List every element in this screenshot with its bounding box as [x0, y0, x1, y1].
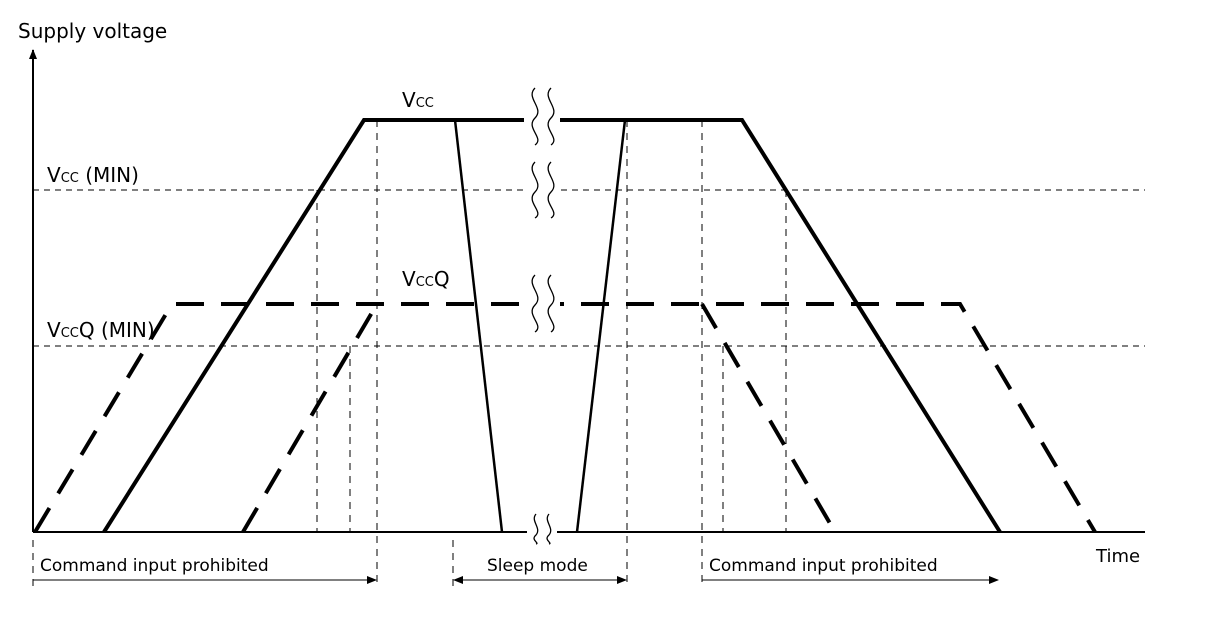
vccq-inner-fall [700, 302, 837, 534]
vcc-min-label: VCC (MIN) [47, 163, 139, 187]
vcc-curve-label: VCC [402, 88, 434, 112]
vccq-min-label: VCCQ (MIN) [47, 318, 155, 342]
vccq-curve [33, 302, 1097, 534]
interval-label-2: Sleep mode [487, 556, 588, 576]
sleep-entry-line [453, 119, 504, 533]
vccq-curve-label: VCCQ [402, 267, 450, 291]
interval-label-3: Command input prohibited [709, 556, 938, 576]
sleep-exit-line [575, 119, 627, 533]
vccq-inner-rise [241, 302, 379, 534]
x-axis-label: Time [1095, 546, 1140, 567]
axis-break-marks [524, 85, 560, 545]
interval-label-1: Command input prohibited [40, 556, 269, 576]
y-axis-label: Supply voltage [18, 19, 167, 43]
